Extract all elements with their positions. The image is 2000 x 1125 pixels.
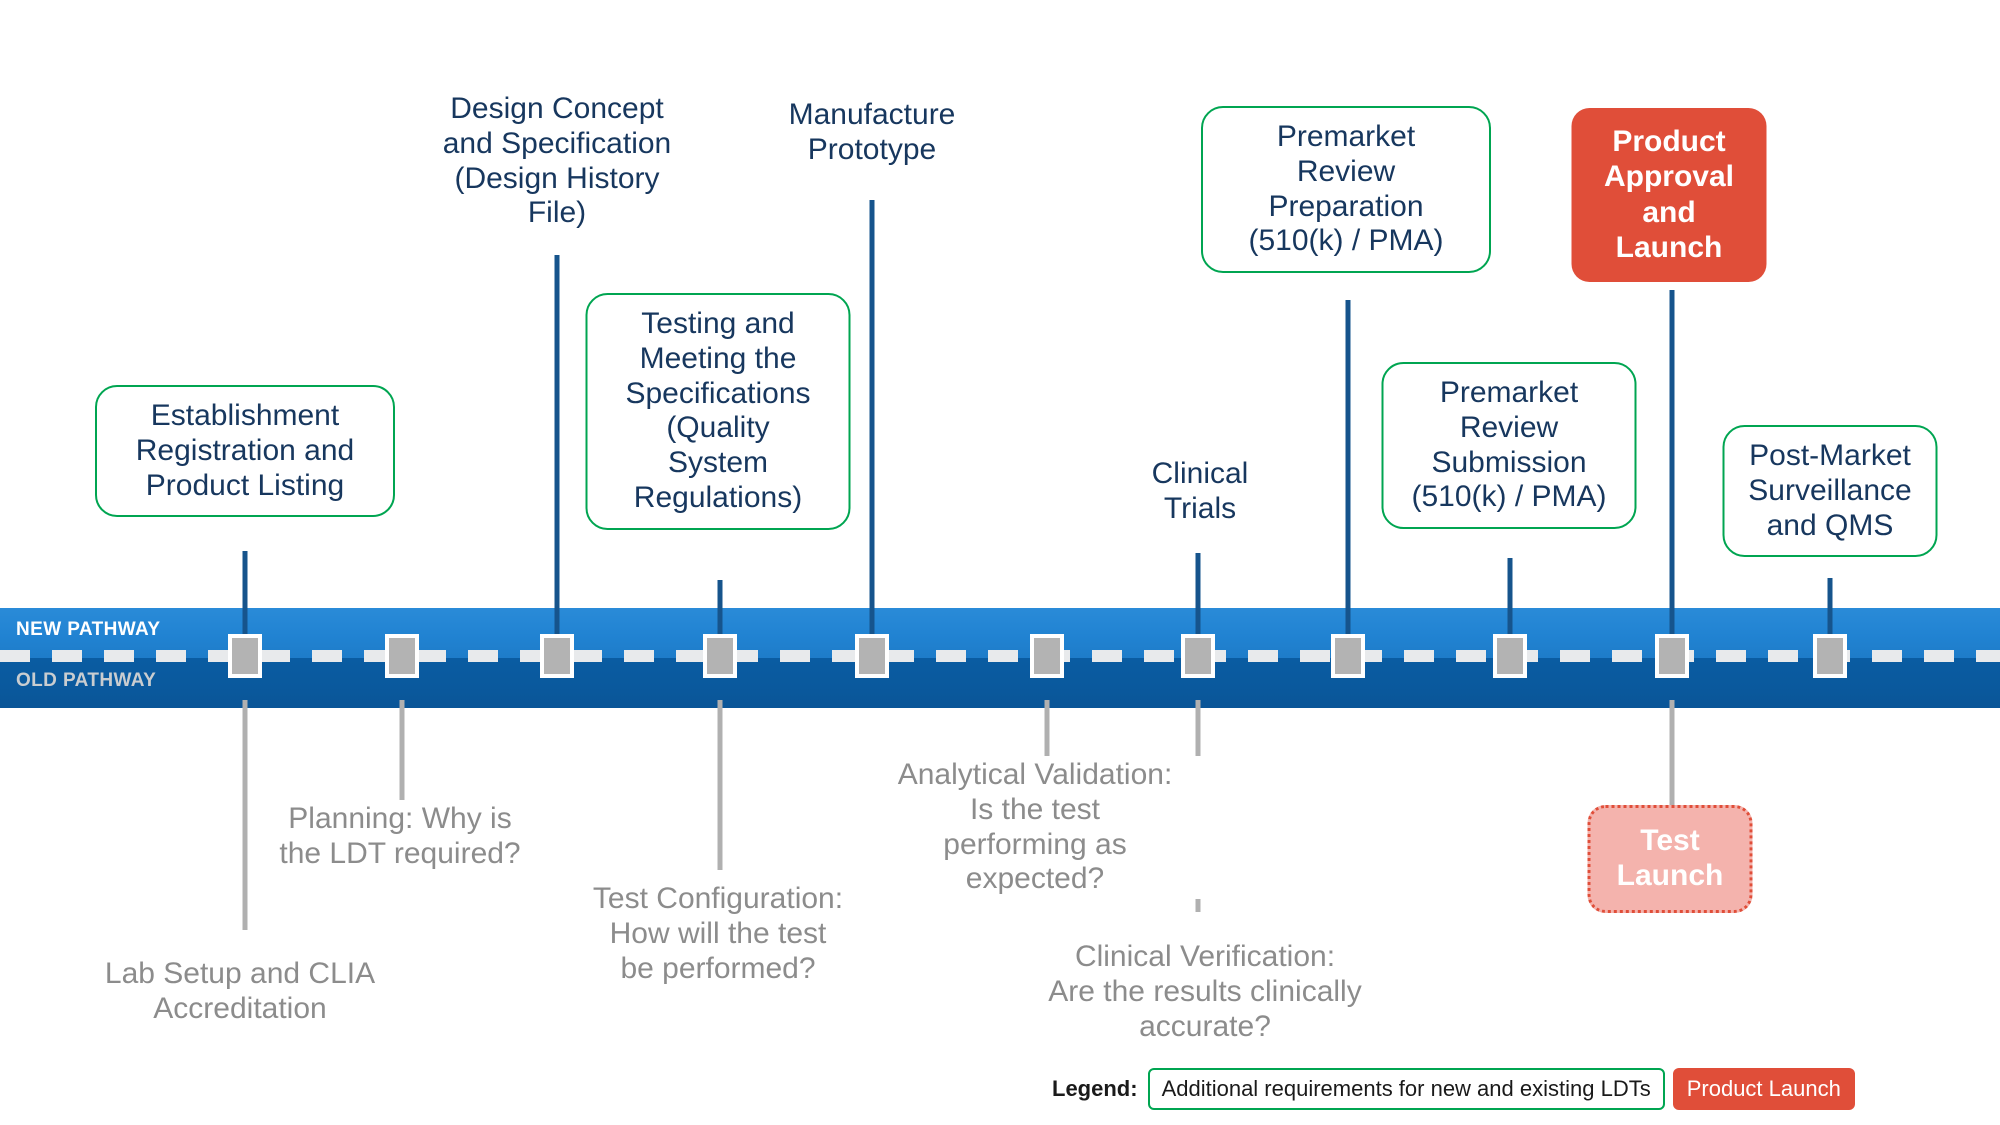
timeline-node[interactable] <box>1181 634 1215 678</box>
timeline-node[interactable] <box>1655 634 1689 678</box>
stem-premarket-review-preparation <box>1345 300 1351 641</box>
stem-planning <box>399 700 405 800</box>
legend: Legend: Additional requirements for new … <box>1052 1068 1855 1110</box>
pathway-divider-dashes <box>0 650 2000 662</box>
stem-testing-meeting-specs <box>717 580 723 641</box>
legend-title: Legend: <box>1052 1076 1138 1101</box>
stem-establishment-registration <box>242 551 248 641</box>
stem-clinical-trials <box>1195 553 1201 641</box>
timeline-node[interactable] <box>385 634 419 678</box>
timeline-node[interactable] <box>1813 634 1847 678</box>
timeline-node[interactable] <box>228 634 262 678</box>
stem-analytical-validation <box>1044 700 1050 768</box>
stem-manufacture-prototype <box>869 200 875 641</box>
timeline-node[interactable] <box>703 634 737 678</box>
stem-test-launch <box>1669 700 1675 805</box>
stem-design-concept <box>554 255 560 641</box>
timeline-node[interactable] <box>1030 634 1064 678</box>
legend-item-product-launch: Product Launch <box>1672 1068 1855 1110</box>
timeline-node[interactable] <box>855 634 889 678</box>
stem-premarket-review-submission <box>1507 558 1513 641</box>
old-pathway-label: OLD PATHWAY <box>16 670 157 691</box>
stem-post-market-surveillance <box>1827 578 1833 641</box>
old-pathway-band <box>0 658 2000 708</box>
stem-test-configuration <box>717 700 723 870</box>
step-clinical-verification[interactable]: Clinical Verification:Are the results cl… <box>1005 938 1405 1047</box>
timeline-node[interactable] <box>1493 634 1527 678</box>
stem-lab-setup-clia <box>242 700 248 930</box>
legend-item-additional-requirements: Additional requirements for new and exis… <box>1147 1068 1665 1110</box>
timeline-node[interactable] <box>540 634 574 678</box>
stem-product-approval-launch <box>1669 290 1675 641</box>
new-pathway-label: NEW PATHWAY <box>16 619 161 640</box>
timeline-node[interactable] <box>1331 634 1365 678</box>
